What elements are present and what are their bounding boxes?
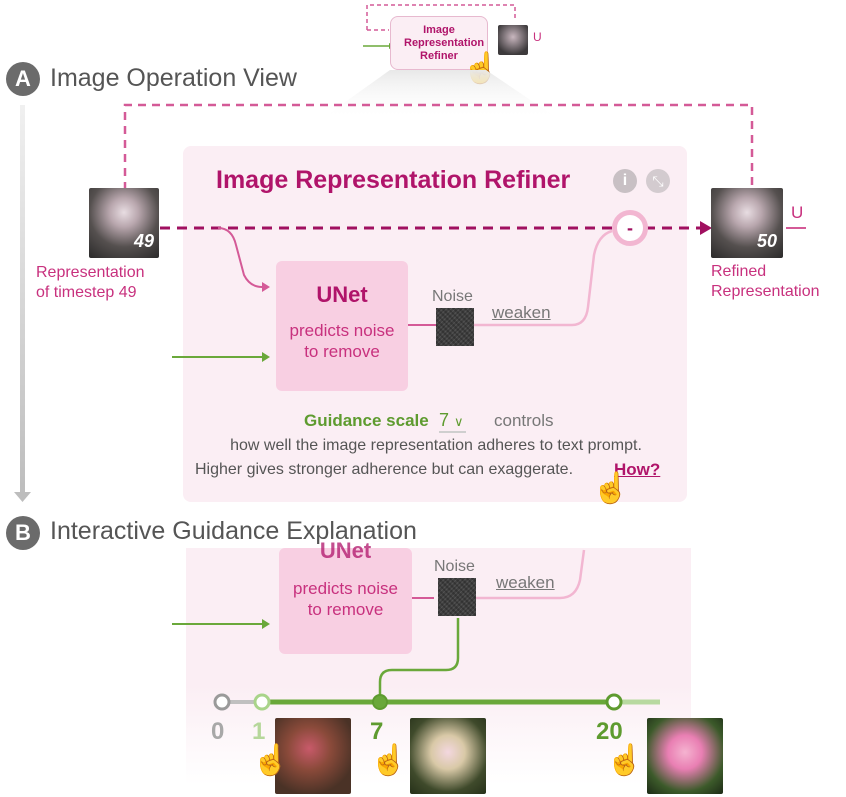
result-thumbnail-scale-1[interactable] bbox=[275, 718, 351, 794]
output-label: Refined Representation bbox=[711, 262, 820, 302]
zoom-funnel bbox=[14, 70, 560, 502]
noise-label-guidance: Noise bbox=[434, 558, 475, 575]
section-a-badge: A bbox=[6, 62, 40, 96]
unet-desc-guidance-line-1: predicts noise bbox=[293, 579, 398, 598]
noise-label: Noise bbox=[432, 288, 473, 305]
output-step-number: 50 bbox=[756, 231, 777, 251]
scale-tick-7[interactable]: 7 bbox=[370, 718, 384, 745]
unet-desc-guidance-line-2: to remove bbox=[307, 600, 384, 619]
mini-side-letter: U bbox=[533, 30, 542, 44]
weaken-label: weaken bbox=[492, 303, 551, 322]
noise-image bbox=[436, 308, 474, 346]
guidance-scale-label: Guidance scale bbox=[304, 411, 429, 430]
info-icon[interactable]: i bbox=[613, 169, 637, 193]
subtract-node: - bbox=[612, 210, 648, 246]
unet-title: UNet bbox=[316, 282, 368, 307]
minus-sign: - bbox=[627, 217, 633, 238]
mini-output-thumbnail bbox=[498, 25, 528, 55]
unet-block-guidance[interactable]: UNet predicts noise to remove bbox=[279, 538, 412, 654]
scale-tick-0[interactable]: 0 bbox=[211, 718, 225, 745]
pointer-hand-icon: ☝ bbox=[370, 744, 408, 777]
output-side-letter: U bbox=[791, 203, 804, 222]
result-thumbnail-scale-20[interactable] bbox=[647, 718, 723, 794]
input-label: Representation of timestep 49 bbox=[36, 263, 145, 303]
guidance-scale-dropdown[interactable]: 7 ∨ bbox=[439, 410, 466, 433]
noise-image-guidance bbox=[438, 578, 476, 616]
output-label-line-2: Representation bbox=[711, 283, 820, 300]
output-label-line-1: Refined bbox=[711, 263, 767, 280]
section-b-badge: B bbox=[6, 516, 40, 550]
chevron-down-icon: ∨ bbox=[454, 414, 464, 429]
unet-block[interactable]: UNet predicts noise to remove bbox=[276, 261, 408, 391]
mini-refiner-label: Image Representation Refiner bbox=[404, 23, 485, 62]
pointer-hand-icon: ☝ bbox=[606, 744, 644, 777]
how-link[interactable]: How? bbox=[614, 460, 661, 479]
unet-title-guidance: UNet bbox=[319, 538, 372, 563]
refiner-title: Image Representation Refiner bbox=[216, 166, 571, 194]
input-step-number: 49 bbox=[133, 231, 154, 251]
mini-refiner-box[interactable]: Image Representation Refiner bbox=[390, 16, 488, 70]
guidance-scale-value: 7 bbox=[439, 410, 450, 430]
input-label-line-2: of timestep 49 bbox=[36, 284, 137, 301]
input-representation-thumbnail[interactable]: 49 bbox=[89, 188, 159, 258]
scale-tick-20[interactable]: 20 bbox=[596, 718, 623, 745]
unet-desc-line-2: to remove bbox=[304, 342, 380, 361]
input-label-line-1: Representation bbox=[36, 264, 145, 281]
guidance-connectors bbox=[172, 549, 660, 711]
guidance-description-line-2: Higher gives stronger adherence but can … bbox=[195, 461, 574, 478]
collapse-icon[interactable]: ⤡ bbox=[646, 169, 670, 193]
guidance-description-line-1: how well the image representation adhere… bbox=[230, 437, 642, 454]
unet-description: predicts noise to remove bbox=[276, 320, 408, 362]
pointer-hand-icon: ☝ bbox=[252, 744, 290, 777]
unet-desc-line-1: predicts noise bbox=[289, 321, 395, 340]
refiner-connectors bbox=[123, 103, 806, 362]
scale-tick-1[interactable]: 1 bbox=[252, 718, 266, 745]
controls-text: controls bbox=[494, 411, 554, 430]
weaken-label-guidance: weaken bbox=[496, 573, 555, 592]
section-b-title: Interactive Guidance Explanation bbox=[50, 517, 417, 545]
output-representation-thumbnail[interactable]: 50 bbox=[711, 188, 783, 258]
pointer-hand-icon: ☝ bbox=[592, 472, 630, 505]
unet-description-guidance: predicts noise to remove bbox=[279, 578, 412, 620]
result-thumbnail-scale-7[interactable] bbox=[410, 718, 486, 794]
section-a-title: Image Operation View bbox=[50, 64, 297, 92]
